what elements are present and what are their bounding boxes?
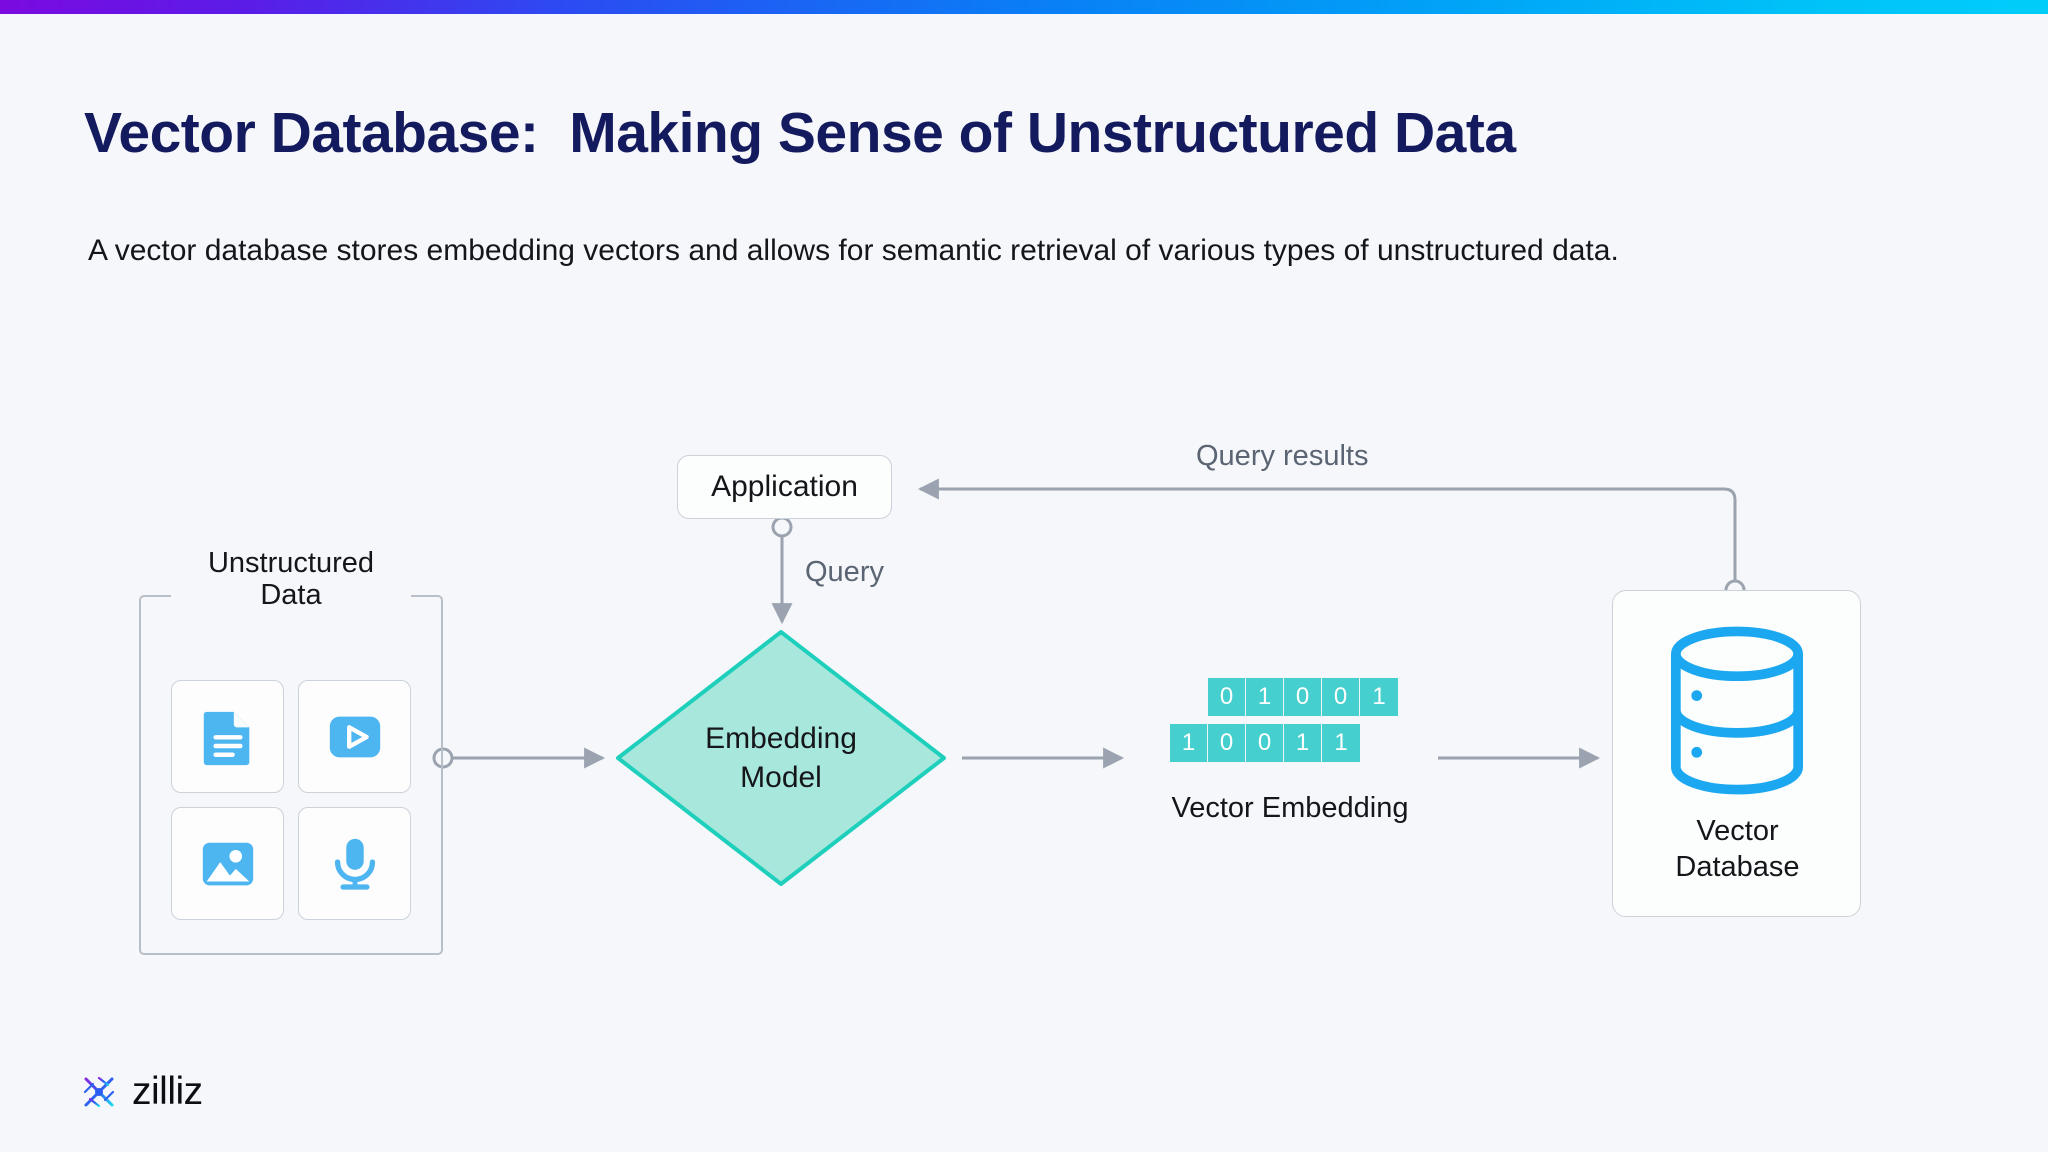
vector-bit-cell: 0 (1284, 678, 1322, 716)
image-icon (202, 842, 253, 885)
icon-tile-video[interactable] (298, 680, 411, 793)
icon-tile-microphone[interactable] (298, 807, 411, 920)
vector-embedding-label: Vector Embedding (1171, 792, 1409, 824)
connector-dot-unstructured (432, 747, 454, 769)
vector-bit-cell: 1 (1360, 678, 1398, 716)
vector-bit-cell: 0 (1322, 678, 1360, 716)
vector-bit-cell: 1 (1322, 724, 1360, 762)
vector-database-node[interactable]: Vector Database (1612, 590, 1861, 917)
group-border-notch (171, 593, 411, 597)
unstructured-data-group: Unstructured Data (139, 547, 443, 955)
microphone-icon (334, 838, 375, 890)
edge-database-to-application (917, 478, 1737, 580)
zilliz-logo[interactable]: zilliz (75, 1068, 203, 1116)
page-title: Vector Database: Making Sense of Unstruc… (84, 101, 1516, 165)
unstructured-icon-grid (171, 680, 411, 920)
unstructured-label-line2: Data (260, 579, 322, 612)
icon-tile-document[interactable] (171, 680, 284, 793)
embedding-label-line2: Model (740, 761, 822, 794)
vectordb-label-line1: Vector (1696, 815, 1779, 847)
embedding-model-node[interactable]: Embedding Model (618, 632, 944, 884)
vector-database-label: Vector Database (1613, 813, 1862, 886)
vector-bit-cell: 1 (1246, 678, 1284, 716)
vector-bit-cell: 0 (1208, 724, 1246, 762)
embedding-label-line1: Embedding (705, 722, 857, 755)
vectordb-label-line2: Database (1675, 851, 1800, 884)
unstructured-label-line1: Unstructured (207, 547, 374, 579)
unstructured-data-label: Unstructured Data (141, 547, 441, 612)
zilliz-wordmark: zilliz (132, 1070, 203, 1113)
top-gradient-bar (0, 0, 2048, 14)
database-cylinder-icon (1670, 626, 1803, 795)
vector-bit-cell: 1 (1170, 724, 1208, 762)
vector-bit-cell: 0 (1246, 724, 1284, 762)
vector-bit-cell: 1 (1284, 724, 1322, 762)
video-play-icon (329, 716, 380, 757)
page-subtitle: A vector database stores embedding vecto… (88, 234, 1619, 267)
application-node[interactable]: Application (677, 455, 892, 519)
zilliz-starburst-icon (78, 1071, 120, 1113)
icon-tile-image[interactable] (171, 807, 284, 920)
embedding-model-diamond (616, 630, 946, 886)
edge-label-query: Query (805, 556, 884, 588)
document-icon (203, 711, 249, 765)
application-label: Application (711, 470, 858, 503)
embedding-model-label: Embedding Model (618, 632, 944, 884)
edge-label-query-results: Query results (1196, 440, 1369, 472)
connector-dot-application (771, 516, 793, 538)
vector-bit-cell: 0 (1208, 678, 1246, 716)
